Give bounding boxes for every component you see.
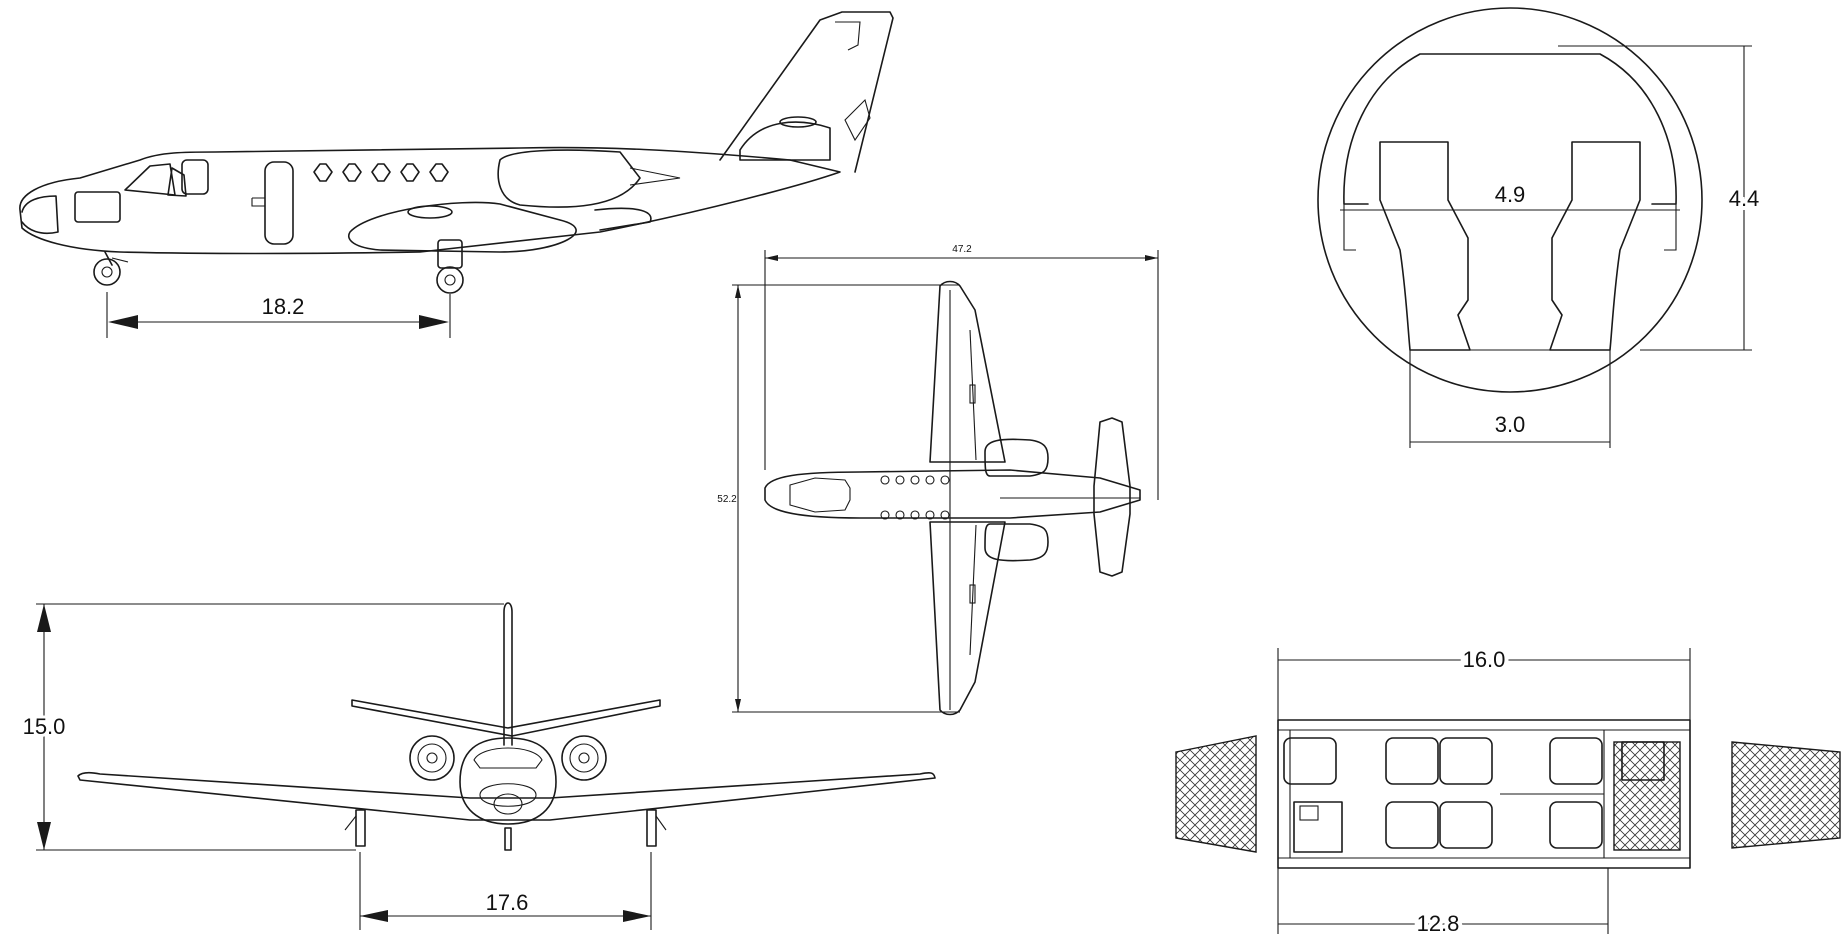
front-right-gear [646, 809, 657, 847]
top-windows-lower [880, 510, 950, 520]
front-horizontal-tail [351, 699, 661, 737]
cabin-plan-lav [1621, 741, 1665, 781]
cabin-plan: 16.0 12.8 [1175, 643, 1841, 934]
side-vertical-tail [719, 11, 894, 173]
side-rudder [835, 21, 861, 51]
top-fuselage [764, 469, 1141, 519]
height-dimension: 15.0 [20, 603, 504, 851]
side-windshield-panel [181, 159, 209, 195]
top-cockpit [789, 477, 851, 513]
track-dimension: 17.6 [359, 852, 652, 930]
side-wing-pod [407, 205, 453, 219]
length-dimension: 52.2 [717, 284, 960, 713]
top-wing-lower [929, 521, 1006, 716]
top-wing-flap-1 [969, 384, 976, 404]
side-cockpit-window [124, 163, 176, 196]
side-fuselage [19, 146, 841, 255]
side-nose-panel [74, 191, 121, 223]
side-nose-strut [111, 257, 129, 263]
wheelbase-label: 18.2 [262, 294, 305, 319]
cabin-height-label: 4.4 [1729, 186, 1760, 211]
side-cabin-windows [313, 163, 449, 182]
height-label: 15.0 [23, 714, 66, 739]
side-nose-hub [101, 266, 113, 278]
cabin-length-label: 16.0 [1463, 647, 1506, 672]
front-nose-gear [504, 827, 512, 851]
cabin-width-label: 4.9 [1495, 182, 1526, 207]
cabin-left-seat [1379, 141, 1471, 351]
top-windows-upper [880, 475, 950, 485]
front-left-gear [355, 809, 366, 847]
front-fuselage [459, 737, 557, 825]
top-engine-upper [984, 438, 1049, 477]
front-engine-right [561, 735, 607, 781]
front-vertical-tail [503, 602, 513, 746]
top-horizontal-tail [1093, 417, 1131, 577]
front-engine-left [409, 735, 455, 781]
side-radome [21, 195, 59, 235]
front-nose [479, 783, 537, 807]
side-tail-cone [739, 121, 831, 161]
cabin-plan-outline [1277, 719, 1691, 869]
side-engine-pylon [629, 167, 681, 186]
top-wing-flap-2 [969, 584, 976, 604]
top-wing-upper [929, 280, 1006, 463]
side-main-wheel [436, 266, 464, 294]
front-view [77, 602, 936, 851]
side-cockpit-window-2 [167, 167, 187, 197]
side-main-gear-leg [437, 239, 463, 269]
front-radome [493, 793, 523, 815]
front-windshield [473, 747, 543, 769]
floor-width-label: 3.0 [1495, 412, 1526, 437]
side-tail-bullet [779, 116, 817, 128]
cabin-cross-section: 4.4 4.9 3.0 [1317, 7, 1763, 448]
track-label: 17.6 [486, 890, 529, 915]
cabin-plan-seats-lower [1385, 801, 1603, 849]
side-main-hub [444, 274, 456, 286]
side-tail-panel [844, 98, 871, 142]
cabin-inner-wall [1343, 53, 1677, 205]
side-view [19, 11, 894, 294]
seating-length-label: 12.8 [1417, 911, 1460, 934]
wingspan-label: 47.2 [952, 244, 972, 255]
cabin-plan-nose-cone [1175, 735, 1257, 853]
cabin-plan-baggage [1613, 741, 1681, 851]
top-engine-lower [984, 523, 1049, 562]
side-door-handle [251, 197, 265, 207]
cabin-plan-seats-upper [1283, 737, 1603, 785]
cabin-plan-galley [1293, 801, 1343, 853]
side-stabilizer [594, 207, 652, 231]
wheelbase-dimension: 18.2 [106, 292, 451, 338]
side-engine [497, 149, 641, 208]
front-wing [77, 771, 936, 821]
top-view [764, 280, 1141, 716]
length-label: 52.2 [717, 494, 737, 505]
side-entry-door [264, 161, 294, 245]
cabin-outer-circle [1317, 7, 1703, 393]
cabin-plan-tail-cone [1731, 741, 1841, 849]
side-nose-wheel [93, 258, 121, 286]
cabin-right-seat [1549, 141, 1641, 351]
wingspan-dimension: 47.2 [764, 244, 1159, 500]
